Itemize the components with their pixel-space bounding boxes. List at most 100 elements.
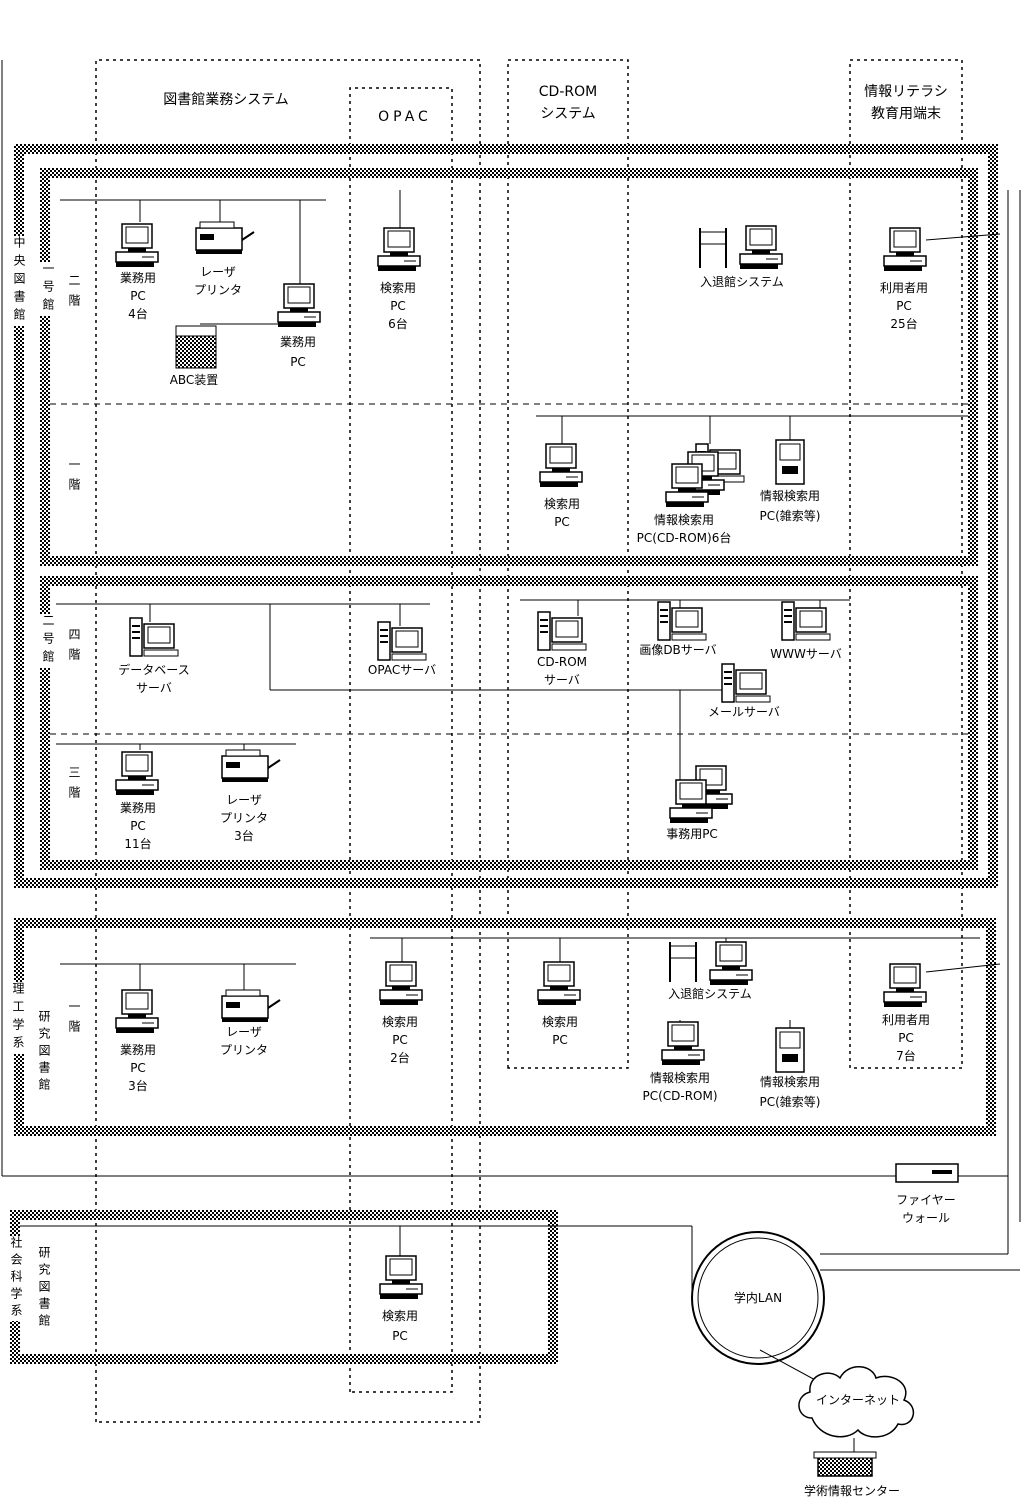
building-central-library: 中央図書館 — [11, 236, 28, 326]
svg-text:レーザ: レーザ — [200, 265, 236, 279]
gate-system-1: 入退館システム — [699, 225, 784, 289]
svg-text:PC: PC — [290, 355, 306, 369]
svg-text:7台: 7台 — [896, 1048, 916, 1063]
building-2: 二号館 — [40, 614, 57, 668]
column-literacy — [849, 59, 963, 1069]
image-db-server: 画像DBサーバ — [639, 601, 717, 657]
svg-text:事務用PC: 事務用PC — [666, 827, 718, 841]
building-sci-eng-library: 研究図書館 — [36, 1010, 53, 1095]
floor-b1-2f: 二階 — [67, 274, 81, 314]
svg-text:業務用: 業務用 — [120, 1043, 156, 1057]
frame-science-library — [14, 918, 996, 1136]
building-1: 一号館 — [40, 262, 57, 316]
internet-cloud: インターネット — [798, 1366, 915, 1438]
svg-text:3台: 3台 — [234, 828, 254, 843]
search-pc-6: 検索用 PC 6台 — [377, 227, 421, 331]
svg-text:OPACサーバ: OPACサーバ — [368, 663, 436, 677]
header-cdrom-1: CD-ROM — [539, 84, 597, 100]
svg-text:プリンタ: プリンタ — [220, 811, 268, 825]
header-literacy-2: 教育用端末 — [871, 106, 941, 122]
laser-printer-1: レーザ プリンタ — [194, 221, 255, 297]
abc-device: ABC装置 — [170, 325, 219, 387]
floor-dividers — [50, 403, 968, 735]
svg-text:PC(CD-ROM)6台: PC(CD-ROM)6台 — [637, 530, 732, 545]
campus-lan: 学内LAN — [691, 1231, 825, 1365]
building-social: 社会科学系 — [8, 1236, 25, 1321]
user-pc-7: 利用者用 PC 7台 — [882, 963, 930, 1063]
svg-text:PC: PC — [898, 1031, 914, 1045]
column-library-system — [95, 59, 481, 1423]
opac-server: OPACサーバ — [368, 621, 436, 677]
svg-text:サーバ: サーバ — [136, 681, 172, 695]
svg-text:入退館システム: 入退館システム — [668, 986, 752, 1001]
svg-text:PC: PC — [392, 1033, 408, 1047]
building-sci-eng: 理工学系 — [10, 982, 27, 1054]
svg-text:情報検索用: 情報検索用 — [654, 513, 714, 527]
info-search-cdrom-6: 情報検索用 PC(CD-ROM)6台 — [637, 443, 745, 545]
svg-text:ABC装置: ABC装置 — [170, 373, 219, 387]
info-search-misc-2: 情報検索用 PC(雑索等) — [760, 1027, 821, 1109]
database-server: データベース サーバ — [118, 617, 190, 695]
svg-text:25台: 25台 — [890, 316, 917, 331]
svg-text:3台: 3台 — [128, 1078, 148, 1093]
svg-text:ウォール: ウォール — [902, 1211, 950, 1225]
svg-text:業務用: 業務用 — [120, 801, 156, 815]
svg-text:検索用: 検索用 — [382, 1309, 418, 1323]
svg-text:プリンタ: プリンタ — [194, 283, 242, 297]
work-pc-single: 業務用 PC — [277, 283, 321, 369]
header-literacy-1: 情報リテラシ — [864, 84, 948, 100]
svg-text:CD-ROM: CD-ROM — [537, 655, 587, 669]
academic-info-center: 学術情報センター — [804, 1451, 900, 1498]
floor-sci-1f: 一階 — [67, 1000, 81, 1040]
svg-text:データベース: データベース — [118, 662, 189, 677]
svg-text:PC: PC — [130, 289, 146, 303]
mail-server: メールサーバ — [708, 663, 780, 719]
firewall: ファイヤー ウォール — [895, 1163, 959, 1225]
info-search-misc-1: 情報検索用 PC(雑索等) — [760, 439, 821, 523]
svg-text:PC: PC — [392, 1329, 408, 1343]
svg-text:検索用: 検索用 — [544, 497, 580, 511]
svg-text:ファイヤー: ファイヤー — [896, 1193, 956, 1207]
svg-text:PC(雑索等): PC(雑索等) — [760, 508, 821, 523]
work-pc-11: 業務用 PC 11台 — [115, 751, 159, 851]
cdrom-server: CD-ROM サーバ — [537, 611, 587, 687]
svg-text:11台: 11台 — [124, 836, 151, 851]
svg-text:WWWサーバ: WWWサーバ — [770, 647, 841, 661]
svg-text:レーザ: レーザ — [226, 1025, 262, 1039]
floor-b1-1f: 一階 — [67, 458, 81, 498]
gate-system-2: 入退館システム — [668, 941, 753, 1001]
info-search-cdrom: 情報検索用 PC(CD-ROM) — [642, 1021, 718, 1103]
svg-text:レーザ: レーザ — [226, 793, 262, 807]
column-cdrom — [507, 59, 629, 1069]
header-cdrom-2: システム — [540, 106, 596, 122]
header-library-system: 図書館業務システム — [163, 91, 289, 108]
svg-text:画像DBサーバ: 画像DBサーバ — [639, 643, 716, 657]
svg-text:PC: PC — [390, 299, 406, 313]
svg-text:PC: PC — [552, 1033, 568, 1047]
laser-printer-3: レーザ プリンタ 3台 — [220, 749, 281, 843]
svg-text:入退館システム: 入退館システム — [700, 274, 784, 289]
search-pc-sci: 検索用 PC — [537, 961, 581, 1047]
svg-text:情報検索用: 情報検索用 — [760, 1075, 820, 1089]
header-opac: OPAC — [378, 109, 432, 125]
svg-text:学術情報センター: 学術情報センター — [804, 1483, 900, 1498]
www-server: WWWサーバ — [770, 601, 842, 661]
user-pc-25: 利用者用 PC 25台 — [880, 227, 928, 331]
svg-text:サーバ: サーバ — [544, 673, 580, 687]
svg-text:PC(雑索等): PC(雑索等) — [760, 1094, 821, 1109]
frame-social-library — [10, 1210, 558, 1364]
svg-text:業務用: 業務用 — [120, 271, 156, 285]
svg-text:情報検索用: 情報検索用 — [650, 1071, 710, 1085]
svg-text:利用者用: 利用者用 — [882, 1013, 930, 1027]
search-pc-1f: 検索用 PC — [539, 443, 583, 529]
svg-text:2台: 2台 — [390, 1050, 410, 1065]
svg-text:4台: 4台 — [128, 306, 148, 321]
building-social-library: 研究図書館 — [36, 1246, 53, 1331]
svg-text:PC: PC — [896, 299, 912, 313]
floor-b2-3f: 三階 — [67, 766, 81, 806]
svg-text:プリンタ: プリンタ — [220, 1043, 268, 1057]
svg-text:学内LAN: 学内LAN — [734, 1290, 782, 1305]
svg-text:PC: PC — [130, 1061, 146, 1075]
svg-text:検索用: 検索用 — [542, 1015, 578, 1029]
